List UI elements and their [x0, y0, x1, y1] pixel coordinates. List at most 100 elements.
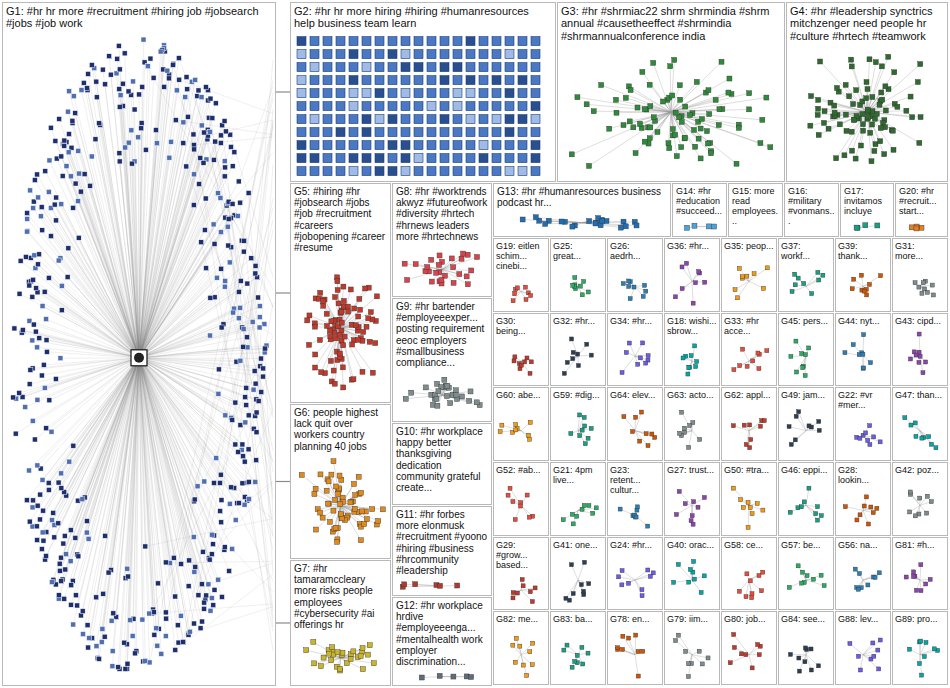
vertex-square — [251, 387, 256, 392]
edge-line — [139, 358, 255, 371]
vertex-square — [599, 83, 604, 88]
edge-line — [139, 358, 204, 609]
vertex-square — [241, 249, 246, 254]
vertex-square — [99, 640, 104, 645]
vertex-square — [56, 593, 61, 598]
vertex-square — [216, 191, 221, 196]
vertex-square — [223, 165, 228, 170]
vertex-square — [219, 594, 224, 599]
vertex-square — [310, 63, 319, 72]
vertex-square — [518, 141, 527, 150]
edge-line — [99, 123, 139, 358]
vertex-square — [492, 115, 501, 124]
vertex-square — [30, 338, 35, 343]
edge-line — [671, 79, 729, 112]
vertex-square — [861, 122, 866, 127]
vertex-square — [208, 295, 213, 300]
vertex-square — [414, 89, 423, 98]
vertex-square — [116, 665, 121, 670]
vertex-square — [518, 115, 527, 124]
vertex-square — [310, 76, 319, 85]
edge-line — [139, 142, 215, 358]
vertex-square — [492, 89, 501, 98]
vertex-square — [52, 535, 57, 540]
edge-line — [166, 126, 273, 619]
vertex-square — [236, 449, 241, 454]
vertex-square — [169, 139, 174, 144]
vertex-square — [323, 63, 332, 72]
vertex-square — [388, 128, 397, 137]
edge-line — [139, 329, 244, 358]
edge-line — [139, 252, 244, 358]
vertex-square — [883, 84, 888, 89]
vertex-square — [593, 220, 598, 225]
vertex-square — [33, 329, 38, 334]
vertex-square — [126, 89, 131, 94]
vertex-square — [241, 327, 246, 332]
group-drawing — [11, 37, 273, 671]
edge-line — [139, 99, 210, 358]
vertex-square — [915, 80, 920, 85]
vertex-square — [453, 154, 462, 163]
vertex-square — [242, 238, 247, 243]
vertex-square — [647, 82, 652, 87]
vertex-square — [375, 37, 384, 46]
vertex-square — [297, 128, 306, 137]
edge-line — [52, 358, 139, 520]
vertex-square — [821, 120, 826, 125]
vertex-square — [187, 629, 192, 634]
vertex-square — [111, 611, 116, 616]
vertex-square — [373, 341, 378, 346]
vertex-square — [32, 178, 37, 183]
vertex-square — [440, 89, 449, 98]
vertex-square — [505, 63, 514, 72]
vertex-square — [62, 596, 67, 601]
edge-line — [309, 328, 340, 345]
vertex-square — [854, 88, 859, 93]
vertex-square — [706, 224, 711, 229]
vertex-square — [249, 256, 254, 261]
vertex-square — [178, 613, 183, 618]
edge-line — [139, 358, 234, 488]
vertex-square — [223, 278, 228, 283]
vertex-square — [109, 618, 114, 623]
edge-line — [671, 112, 685, 138]
edge-line — [139, 358, 221, 500]
vertex-square — [60, 174, 65, 179]
vertex-square — [129, 128, 134, 133]
vertex-square — [692, 127, 697, 132]
vertex-square — [918, 115, 923, 120]
vertex-square — [698, 126, 703, 131]
edge-line — [139, 161, 225, 358]
vertex-square — [218, 140, 223, 145]
vertex-square — [44, 349, 49, 354]
edge-line — [139, 198, 220, 358]
vertex-square — [181, 141, 186, 146]
vertex-square — [176, 56, 181, 61]
vertex-square — [621, 123, 626, 128]
vertex-square — [223, 413, 228, 418]
vertex-square — [71, 622, 76, 627]
vertex-square — [107, 54, 112, 59]
vertex-square — [76, 199, 81, 204]
vertex-square — [440, 128, 449, 137]
edge-line — [139, 346, 266, 358]
edge-line — [27, 232, 139, 358]
vertex-square — [614, 110, 619, 115]
vertex-square — [222, 174, 227, 179]
vertex-square — [23, 405, 28, 410]
vertex-square — [367, 339, 372, 344]
edge-line — [820, 61, 867, 111]
edge-line — [33, 280, 139, 358]
vertex-square — [518, 167, 527, 176]
vertex-square — [332, 381, 337, 386]
vertex-square — [837, 122, 842, 127]
vertex-square — [216, 367, 221, 372]
edge-line — [64, 146, 139, 358]
vertex-square — [673, 132, 678, 137]
vertex-square — [56, 258, 61, 263]
group-drawing — [854, 223, 880, 230]
vertex-square — [241, 454, 246, 459]
vertex-square — [853, 156, 858, 161]
edge-line — [139, 52, 161, 358]
